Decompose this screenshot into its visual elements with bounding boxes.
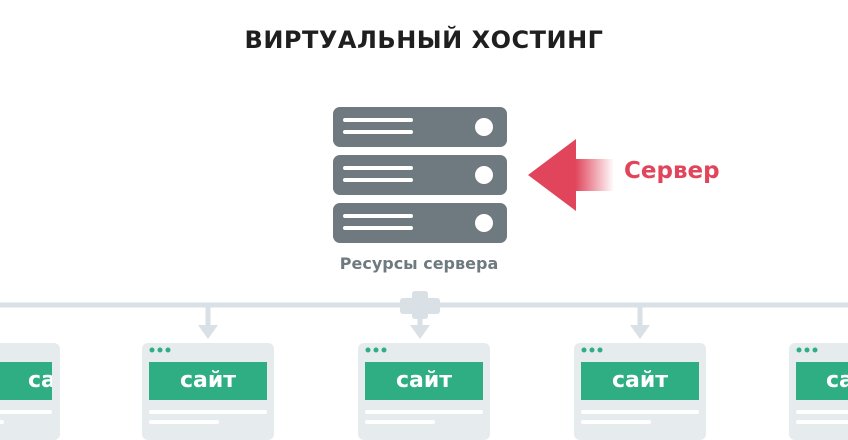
site-window-1	[0, 343, 60, 440]
site-label-4: сайт	[611, 368, 669, 393]
server-label: Сервер	[624, 158, 720, 184]
server-unit-2	[333, 155, 507, 195]
server-pointer-arrow	[528, 139, 614, 211]
site-label-1-text: сайт	[27, 368, 52, 393]
site-label-3: сайт	[395, 368, 453, 393]
site-window-4	[574, 343, 706, 440]
site-label-5: сайт	[796, 362, 848, 400]
diagram-title: ВИРТУАЛЬНЫЙ ХОСТИНГ	[244, 26, 604, 54]
site-label-2: сайт	[179, 368, 237, 393]
server-unit-1	[333, 107, 507, 147]
site-window-5	[789, 343, 848, 440]
server-unit-3	[333, 203, 507, 243]
server-rack-icon	[333, 107, 507, 243]
site-label-5-text: сайт	[826, 368, 848, 393]
site-label-1: сайт	[0, 362, 52, 400]
site-window-3	[358, 343, 490, 440]
connector-hub-icon	[400, 291, 440, 319]
site-window-2	[142, 343, 274, 440]
server-resources-caption: Ресурсы сервера	[339, 254, 499, 273]
connector-arrowheads	[198, 325, 650, 339]
